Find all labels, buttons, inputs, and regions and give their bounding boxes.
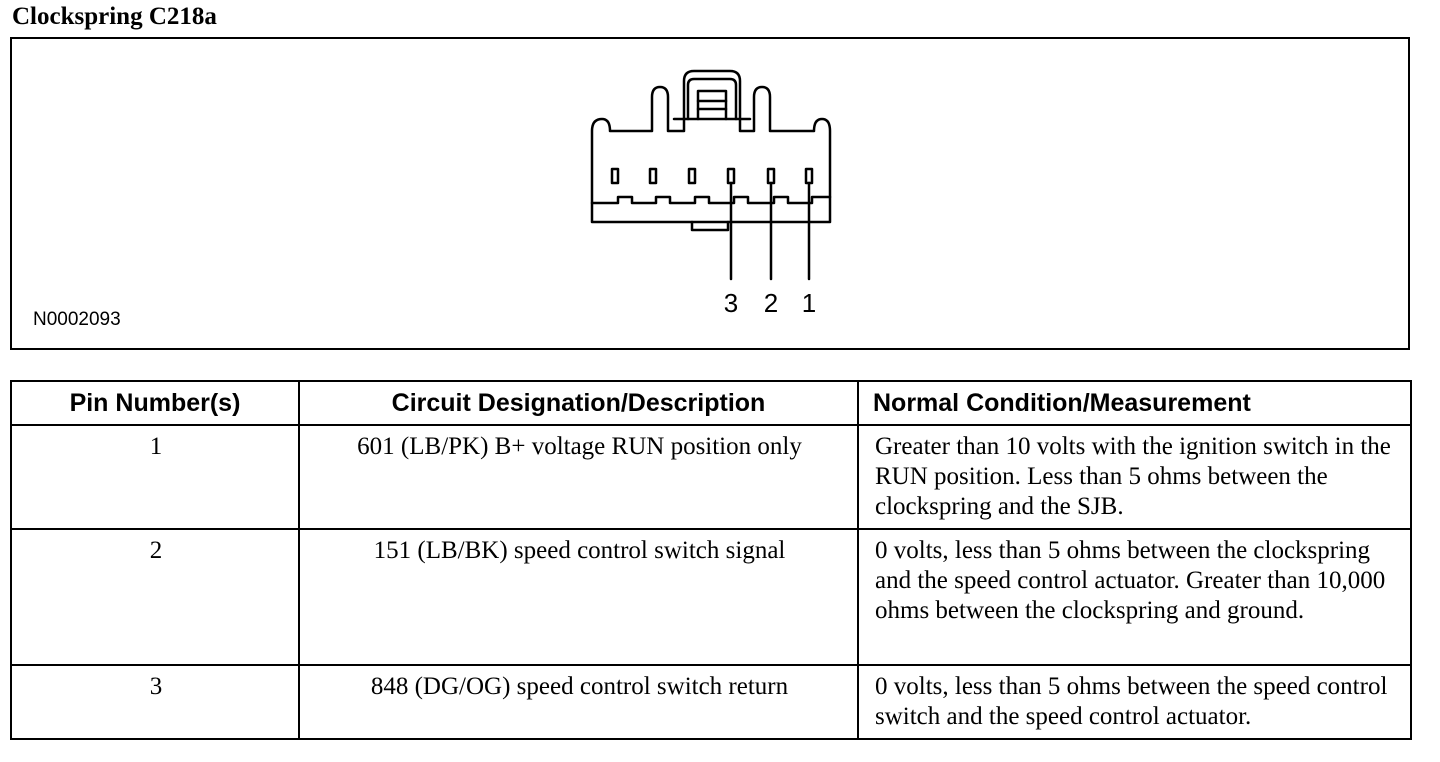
- table-row: 3 848 (DG/OG) speed control switch retur…: [10, 664, 1412, 740]
- figure-id: N0002093: [33, 309, 121, 330]
- pin-label-2: 2: [763, 288, 779, 318]
- circuit-cell: 848 (DG/OG) speed control switch return: [298, 664, 859, 740]
- pin-number-cell: 1: [10, 424, 300, 530]
- circuit-cell: 601 (LB/PK) B+ voltage RUN position only: [298, 424, 859, 530]
- column-header-pin: Pin Number(s): [10, 380, 300, 426]
- table-row: 1 601 (LB/PK) B+ voltage RUN position on…: [10, 424, 1412, 530]
- pin-number-cell: 2: [10, 528, 300, 666]
- column-header-circuit: Circuit Designation/Description: [298, 380, 859, 426]
- table-header-row: Pin Number(s) Circuit Designation/Descri…: [10, 380, 1412, 426]
- table-row: 2 151 (LB/BK) speed control switch signa…: [10, 528, 1412, 666]
- pin-table: Pin Number(s) Circuit Designation/Descri…: [10, 380, 1412, 740]
- page-title: Clockspring C218a: [12, 3, 217, 30]
- column-header-condition: Normal Condition/Measurement: [857, 380, 1412, 426]
- connector-face-drawing: [590, 69, 832, 281]
- pin-number-cell: 3: [10, 664, 300, 740]
- circuit-cell: 151 (LB/BK) speed control switch signal: [298, 528, 859, 666]
- condition-cell: 0 volts, less than 5 ohms between the cl…: [857, 528, 1412, 666]
- pin-label-1: 1: [801, 288, 817, 318]
- pin-label-3: 3: [723, 288, 739, 318]
- connector-figure: N0002093 3 2 1: [10, 37, 1410, 350]
- condition-cell: 0 volts, less than 5 ohms between the sp…: [857, 664, 1412, 740]
- condition-cell: Greater than 10 volts with the ignition …: [857, 424, 1412, 530]
